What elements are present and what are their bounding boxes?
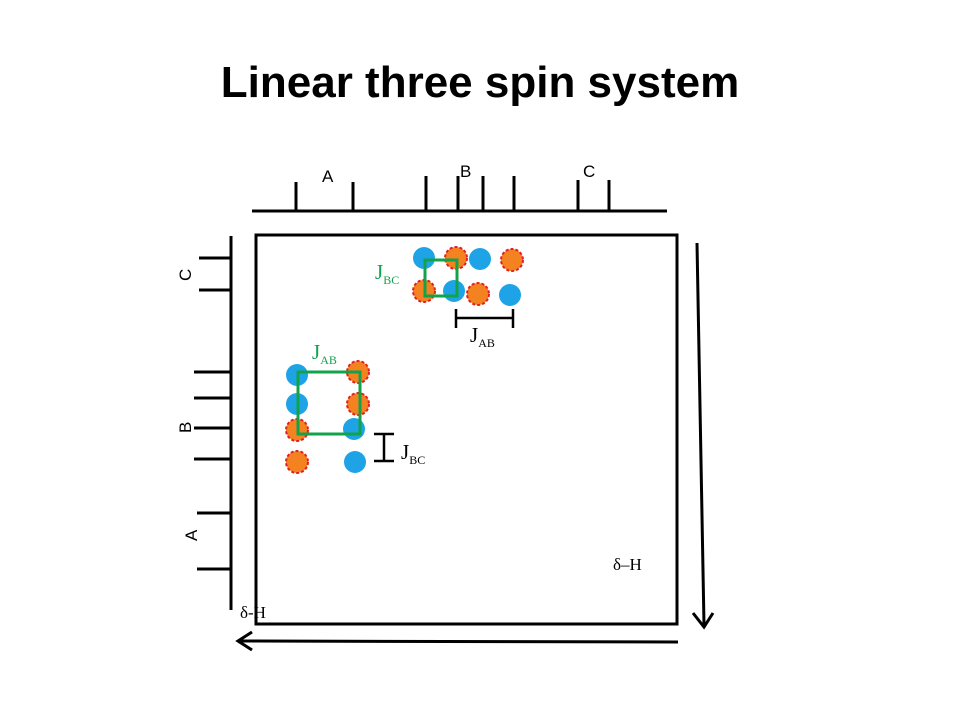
coupling-box-bc [423,258,459,298]
positive-peak [343,418,365,440]
jab-bracket [454,309,515,328]
coupling-box-ab [296,370,362,436]
right-axis-label: δ–H [613,555,642,574]
negative-peak [285,450,309,474]
positive-peak [469,248,491,270]
left-spectrum [194,236,233,610]
positive-peak [443,280,465,302]
negative-peak [500,248,524,272]
positive-peak [344,451,366,473]
top-label-a: A [322,167,334,186]
plot-frame [254,233,679,626]
top-label-c: C [583,162,595,181]
left-label-c: C [176,269,195,281]
right-axis-arrow [691,242,715,630]
jbc-label: JBC [401,440,425,467]
left-label-b: B [176,422,195,433]
jab-label-green: JAB [312,340,337,367]
page-title: Linear three spin system [220,58,740,107]
negative-peak [346,392,370,416]
jab-label: JAB [470,323,495,350]
left-label-a: A [182,529,201,541]
jbc-bracket [374,432,394,463]
jbc-label-green: JBC [375,260,399,287]
bottom-axis-label: δ-H [240,603,266,622]
negative-peak [466,282,490,306]
top-spectrum [252,176,667,213]
bottom-axis-arrow [235,630,679,652]
cross-peak-group-bc [412,246,524,306]
top-label-b: B [460,162,471,181]
positive-peak [499,284,521,306]
positive-peak [413,247,435,269]
